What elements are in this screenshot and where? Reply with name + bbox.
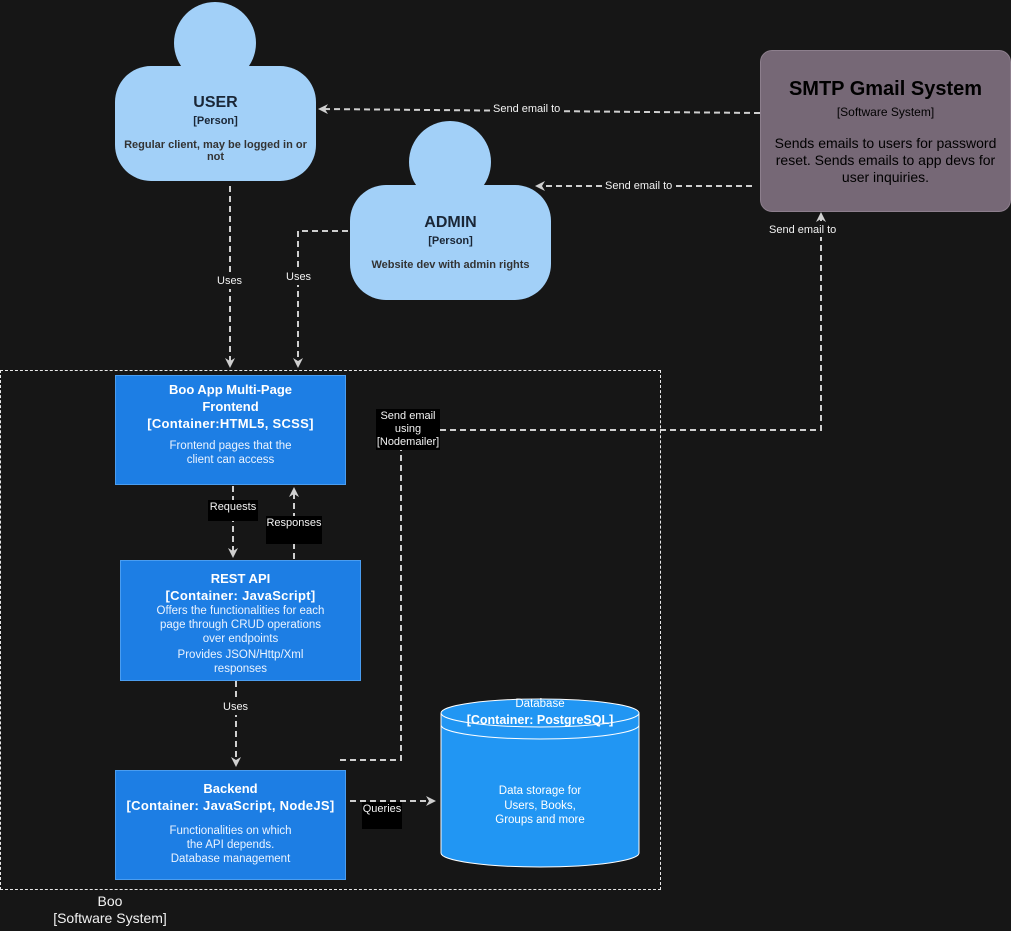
database-desc-line-2: Users, Books, [504,799,576,812]
label-requests: Requests [208,500,258,521]
rest-api-tech: [Container: JavaScript] [165,588,316,603]
backend-desc-line-1: Functionalities on which [169,825,292,837]
container-rest-api[interactable]: REST API [Container: JavaScript] Offers … [120,560,361,681]
admin-type: [Person] [428,235,473,247]
frontend-desc-line-2: client can access [186,454,275,466]
backend-tech: [Container: JavaScript, NodeJS] [126,798,335,813]
database-desc-line-1: Data storage for [498,785,582,797]
nodemailer-line-3: [Nodemailer] [376,436,440,448]
label-nodemailer: Send email using [Nodemailer] [376,409,440,450]
rest-api-desc-line-2: page through CRUD operations [159,619,322,631]
admin-body: ADMIN [Person] Website dev with admin ri… [350,185,551,300]
label-api-uses: Uses [221,700,251,715]
rest-api-desc-line-4: Provides JSON/Http/Xml [177,649,304,661]
rest-api-desc-line-3: over endpoints [202,633,279,645]
user-description: Regular client, may be logged in or not [124,139,307,163]
backend-title: Backend [203,781,258,796]
edge-admin-uses-frontend[interactable] [293,230,348,368]
boo-system-boundary [0,370,661,890]
boundary-label: Boo [Software System] [40,893,180,927]
backend-desc-line-2: the API depends. [186,839,275,851]
label-user-uses: Uses [215,274,245,289]
database-description: Data storage for Users, Books, Groups an… [441,784,639,828]
frontend-title: Boo App Multi-Page Frontend [168,382,292,414]
smtp-gmail-system[interactable]: SMTP Gmail System [Software System] Send… [760,50,1011,212]
label-responses: Responses [266,516,322,544]
admin-title: ADMIN [424,214,477,231]
user-title: USER [193,94,238,111]
boundary-type: [Software System] [53,910,167,926]
smtp-description: Sends emails to users for password reset… [774,135,997,185]
container-frontend[interactable]: Boo App Multi-Page Frontend [Container:H… [115,375,346,485]
database-cylinder[interactable] [440,698,640,868]
frontend-tech: [Container:HTML5, SCSS] [147,416,314,431]
nodemailer-line-2: using [394,423,422,435]
label-smtp-to-user: Send email to [492,103,562,116]
label-smtp-to-admin: Send email to [604,180,674,193]
frontend-desc-line-1: Frontend pages that the [169,440,292,452]
label-to-smtp: Send email to [768,224,838,237]
user-body: USER [Person] Regular client, may be log… [115,66,316,181]
label-queries: Queries [362,802,402,829]
smtp-type: [Software System] [836,105,935,119]
rest-api-title: REST API [210,571,271,586]
database-tech: [Container: PostgreSQL] [466,713,614,727]
nodemailer-line-1: Send email [380,410,436,422]
admin-description: Website dev with admin rights [371,259,530,271]
container-backend[interactable]: Backend [Container: JavaScript, NodeJS] … [115,770,346,880]
rest-api-desc-line-1: Offers the functionalities for each [156,605,325,617]
label-admin-uses: Uses [284,270,314,285]
database-desc-line-3: Groups and more [495,814,585,826]
backend-desc-line-3: Database management [170,853,291,865]
rest-api-desc-line-5: responses [213,663,268,675]
smtp-title: SMTP Gmail System [788,78,983,100]
user-type: [Person] [193,115,238,127]
boundary-name: Boo [97,893,123,909]
database-title: Database [515,698,565,710]
